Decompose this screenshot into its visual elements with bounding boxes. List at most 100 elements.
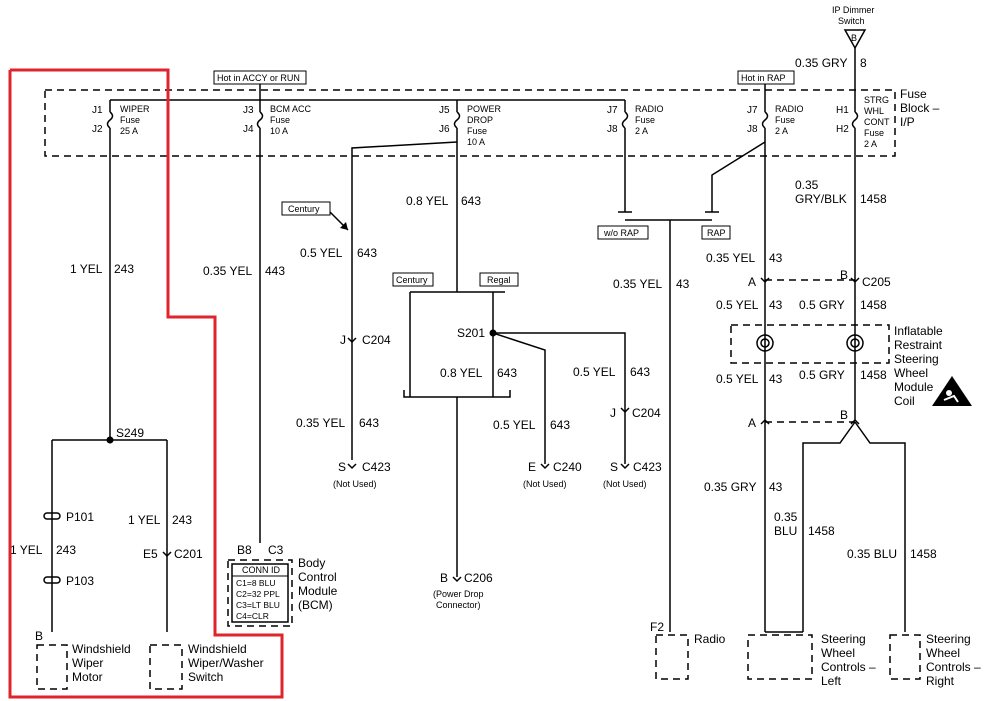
component-label: (BCM) <box>298 598 333 612</box>
note: (Power Drop <box>433 589 484 599</box>
component-label: Steering <box>926 632 971 646</box>
circuit-label: 643 <box>630 365 650 379</box>
svg-text:Fuse: Fuse <box>270 115 290 125</box>
coil-outline <box>730 324 890 364</box>
wire-label: 0.5 YEL <box>300 246 343 260</box>
component-label: Controls – <box>926 660 981 674</box>
svg-text:J7: J7 <box>747 105 758 116</box>
conn-id-table <box>231 563 289 623</box>
hot-accy-run-label: Hot in ACCY or RUN <box>217 73 300 83</box>
fuse-radio-2: J7 J8 RADIO Fuse 2 A <box>747 100 804 136</box>
connector-p103 <box>43 576 61 584</box>
connector-label: P101 <box>66 510 94 524</box>
coil-spring-icon <box>756 334 864 352</box>
connector-label: C205 <box>862 275 891 289</box>
circuit-label: 243 <box>56 543 76 557</box>
svg-text:Fuse: Fuse <box>120 115 140 125</box>
century-label: Century <box>288 204 320 214</box>
svg-text:J8: J8 <box>607 124 618 135</box>
circuit-label: 643 <box>550 418 570 432</box>
connector-coil-bottom <box>760 418 860 425</box>
fuse-wiper: J1 J2 WIPER Fuse 25 A <box>92 100 150 136</box>
wire-label: 1 YEL <box>10 543 43 557</box>
circuit-label: 243 <box>172 513 192 527</box>
connector-c240 <box>540 463 550 470</box>
wire-label: 1 YEL <box>128 513 161 527</box>
component-label: Radio <box>694 632 726 646</box>
connector-c423b <box>620 463 630 470</box>
circuit-label: 43 <box>769 298 783 312</box>
circuit-label: 643 <box>359 416 379 430</box>
circuit-label: 1458 <box>808 524 835 538</box>
svg-text:2 A: 2 A <box>775 126 788 136</box>
component-label: Wheel <box>926 646 960 660</box>
pin-label: E <box>528 460 536 474</box>
connector-c206 <box>452 576 462 583</box>
wire-label: 0.5 YEL <box>716 372 759 386</box>
wire-label: 0.8 YEL <box>406 194 449 208</box>
connector-label: C204 <box>632 406 661 420</box>
svg-text:BCM ACC: BCM ACC <box>270 104 312 114</box>
circuit-label: 643 <box>461 194 481 208</box>
component-label: Coil <box>894 394 915 408</box>
svg-text:WHL: WHL <box>864 106 884 116</box>
svg-text:10 A: 10 A <box>270 126 288 136</box>
wire-643-c423 <box>493 332 626 464</box>
connector-c204 <box>347 337 357 344</box>
pin-label: A <box>748 275 756 289</box>
svg-text:10 A: 10 A <box>467 137 485 147</box>
svg-text:2 A: 2 A <box>635 126 648 136</box>
connector-c423 <box>347 463 357 470</box>
century-label: Century <box>396 275 428 285</box>
svg-text:J3: J3 <box>243 105 254 116</box>
wire-label: GRY/BLK <box>795 192 847 206</box>
svg-text:H2: H2 <box>836 124 849 135</box>
svg-text:J4: J4 <box>243 124 254 135</box>
svg-text:STRG: STRG <box>864 95 889 105</box>
wire-label: 0.35 <box>795 178 819 192</box>
wiper-switch-box <box>149 644 183 690</box>
wire-label: 0.5 YEL <box>573 365 616 379</box>
connector-label: C201 <box>174 547 203 561</box>
regal-label: Regal <box>487 275 511 285</box>
wire-1458-split <box>802 421 906 632</box>
component-label: Wiper <box>72 656 103 670</box>
wire-label: 0.5 YEL <box>716 298 759 312</box>
bcm-outline <box>227 559 293 627</box>
wire-label: 0.35 GRY <box>795 56 847 70</box>
wire-label: 0.35 YEL <box>203 264 252 278</box>
svg-text:RADIO: RADIO <box>775 104 804 114</box>
svg-text:J8: J8 <box>747 124 758 135</box>
wire-label: 0.35 GRY <box>704 480 756 494</box>
svg-text:DROP: DROP <box>467 115 493 125</box>
ip-dimmer-pin: B <box>851 33 857 43</box>
svg-text:Fuse: Fuse <box>467 126 487 136</box>
component-label: Body <box>298 556 325 570</box>
circuit-label: 8 <box>860 56 867 70</box>
century-box <box>281 201 331 216</box>
pin-label: J <box>340 333 346 347</box>
connector-label: C240 <box>553 460 582 474</box>
component-label: Restraint <box>894 338 943 352</box>
wire-label: 0.5 GRY <box>799 298 845 312</box>
svg-text:J6: J6 <box>439 124 450 135</box>
connector-label: C206 <box>464 571 493 585</box>
wire-label: 1 YEL <box>70 262 103 276</box>
note: (Not Used) <box>603 479 647 489</box>
circuit-label: 243 <box>114 262 134 276</box>
circuit-label: 643 <box>357 246 377 260</box>
circuit-label: 1458 <box>860 368 887 382</box>
pin-label: J <box>610 406 616 420</box>
component-label: Left <box>821 674 842 688</box>
ip-dimmer-label-1: IP Dimmer <box>832 5 874 15</box>
conn-id-row: C1=8 BLU <box>236 578 275 588</box>
regal-box <box>479 272 519 287</box>
connector-p101 <box>43 512 61 520</box>
ip-dimmer-label-2: Switch <box>838 16 865 26</box>
hot-rap-box <box>737 70 795 85</box>
svg-text:J2: J2 <box>92 124 103 135</box>
conn-id-row: C4=CLR <box>236 611 269 621</box>
svg-text:J5: J5 <box>439 105 450 116</box>
svg-text:J7: J7 <box>607 105 618 116</box>
circuit-label: 43 <box>769 480 783 494</box>
